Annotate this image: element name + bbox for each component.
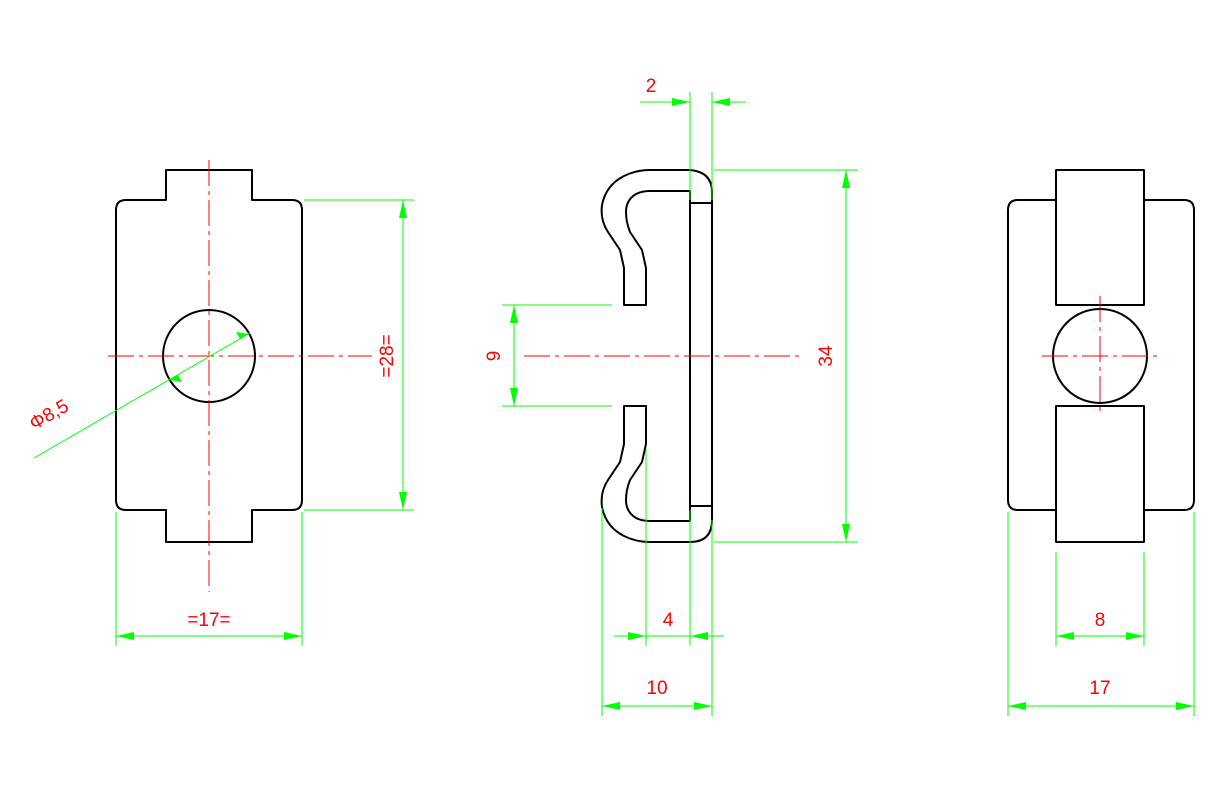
rear-view-lower-block [1055,405,1145,543]
side-top-dimension-text: 2 [646,76,657,97]
front-width-arrow-right [284,632,302,640]
side-view-plate [689,202,713,507]
side-top-arrow-right [712,98,730,106]
side-view-body-outline [600,169,713,543]
side-inner-arrow-right [690,632,708,640]
rear-width-arrow-left [1008,702,1026,710]
rear-view-upper-block [1055,169,1145,306]
side-inner-dimension-text: 4 [663,610,674,631]
side-depth-arrow-left [602,702,620,710]
front-diameter-arrow-inner [169,375,182,382]
rear-view: 8 17 [1007,169,1195,716]
rear-width-dimension-text: 17 [1089,678,1110,699]
side-slot-arrow-bottom [510,388,518,406]
rear-view-outline [1007,199,1195,511]
front-diameter-text: Φ8,5 [26,396,73,435]
front-width-arrow-left [116,632,134,640]
side-height-arrow-top [842,170,850,188]
side-slot-dimension-text: 9 [484,351,505,362]
side-view: 2 9 34 4 10 [484,76,858,716]
rear-width-arrow-right [1176,702,1194,710]
front-width-dimension-text: =17= [187,610,230,631]
side-slot-arrow-top [510,305,518,323]
front-view: =17= =28= Φ8,5 [26,160,414,646]
front-diameter-arrow-outer [236,332,249,339]
side-depth-dimension-text: 10 [646,678,667,699]
side-inner-arrow-left [628,632,646,640]
front-height-arrow-top [399,200,407,218]
rear-inner-arrow-left [1056,632,1074,640]
front-height-dimension-text: =28= [377,334,398,377]
side-depth-arrow-right [694,702,712,710]
front-diameter-leader [33,332,251,459]
side-height-dimension-text: 34 [816,345,837,367]
front-height-arrow-bottom [399,492,407,510]
side-top-arrow-left [672,98,690,106]
side-height-arrow-bottom [842,524,850,542]
rear-inner-arrow-right [1126,632,1144,640]
rear-inner-dimension-text: 8 [1095,610,1106,631]
front-view-outline [115,169,303,543]
